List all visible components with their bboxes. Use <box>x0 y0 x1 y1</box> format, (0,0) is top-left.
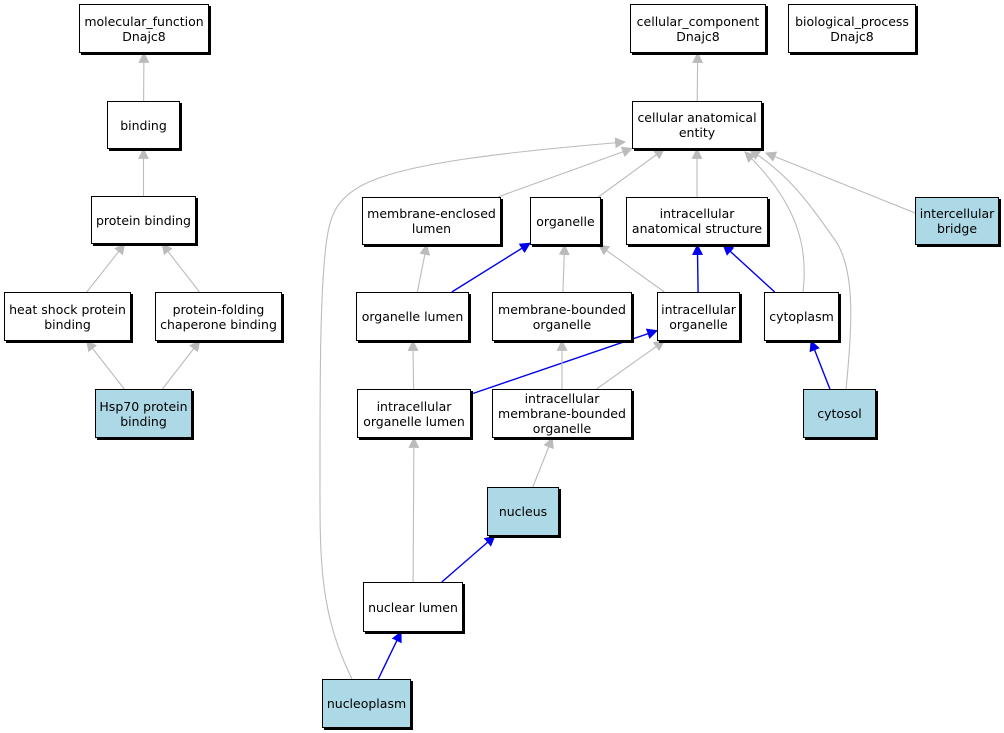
node-hsp70[interactable]: Hsp70 protein binding <box>95 389 192 438</box>
node-label: biological_process Dnajc8 <box>795 13 909 44</box>
node-label: molecular_function Dnajc8 <box>84 13 204 44</box>
node-label: nucleus <box>498 504 548 519</box>
edge-is-a-cytosol-to-cae <box>749 149 852 390</box>
node-label: cellular anatomical entity <box>637 110 757 140</box>
node-intracellular-organelle[interactable]: intracellular organelle <box>657 292 740 341</box>
node-organelle-lumen[interactable]: organelle lumen <box>356 292 469 341</box>
node-protein-folding[interactable]: protein-folding chaperone binding <box>155 292 282 341</box>
node-label: organelle lumen <box>361 309 464 324</box>
edge-is-a-organelle-to-cae <box>598 148 665 198</box>
edge-part-of-nucleoplasm-to-nuclear-lumen <box>377 631 402 680</box>
node-molecular-function[interactable]: molecular_function Dnajc8 <box>79 4 209 53</box>
node-label: cellular_component Dnajc8 <box>636 13 760 44</box>
edge-is-a-intracellular-mbo-to-intracellular-organelle <box>596 340 665 390</box>
edge-is-a-membrane-enclosed-lumen-to-cae <box>497 146 634 198</box>
edge-is-a-cae-to-cellular-component <box>692 51 704 102</box>
edge-is-a-nucleoplasm-to-cae <box>319 137 627 680</box>
node-membrane-enclosed-lumen[interactable]: membrane-enclosed lumen <box>362 197 501 245</box>
edge-part-of-intracellular-organelle-lumen-to-intracellular-organelle <box>470 328 659 395</box>
node-label: intercellular bridge <box>919 206 995 236</box>
edge-is-a-hsp70-to-heat-shock <box>86 340 125 390</box>
node-binding[interactable]: binding <box>107 101 180 149</box>
node-protein-binding[interactable]: protein binding <box>91 196 196 244</box>
node-label: cytosol <box>817 406 862 421</box>
edge-is-a-hsp70-to-protein-folding <box>161 340 201 390</box>
node-label: intracellular organelle lumen <box>363 398 465 429</box>
node-intracellular-anatomical-structure[interactable]: intracellular anatomical structure <box>626 197 768 245</box>
edge-is-a-heat-shock-to-protein-binding <box>86 243 126 293</box>
edge-part-of-nuclear-lumen-to-nucleus <box>441 535 496 583</box>
node-intracellular-organelle-lumen[interactable]: intracellular organelle lumen <box>357 389 471 438</box>
node-membrane-bounded-organelle[interactable]: membrane-bounded organelle <box>492 292 632 341</box>
node-label: cytoplasm <box>769 309 834 324</box>
edge-part-of-organelle-lumen-to-organelle <box>451 242 531 293</box>
edge-is-a-organelle-lumen-to-membrane-enclosed-lumen <box>416 243 431 293</box>
node-label: heat shock protein binding <box>9 301 126 332</box>
edge-part-of-cytosol-to-cytoplasm <box>809 339 831 390</box>
edge-is-a-protein-folding-to-protein-binding <box>161 243 200 293</box>
edge-is-a-intercellular-bridge-to-cae <box>764 151 916 214</box>
edge-is-a-intracellular-organelle-lumen-to-organelle-lumen <box>407 339 419 390</box>
node-intracellular-mbo[interactable]: intracellular membrane-bounded organelle <box>492 389 632 438</box>
node-cytoplasm[interactable]: cytoplasm <box>764 292 839 341</box>
node-nuclear-lumen[interactable]: nuclear lumen <box>363 582 463 632</box>
node-biological-process[interactable]: biological_process Dnajc8 <box>788 4 916 53</box>
node-cellular-component[interactable]: cellular_component Dnajc8 <box>630 4 766 53</box>
edge-is-a-intracellular-organelle-to-organelle <box>598 244 665 293</box>
edge-part-of-cytoplasm-to-intracellular-anatomical-structure <box>722 244 776 293</box>
node-label: intracellular membrane-bounded organelle <box>498 391 626 436</box>
node-intercellular-bridge[interactable]: intercellular bridge <box>915 197 999 245</box>
edge-is-a-nuclear-lumen-to-intracellular-organelle-lumen <box>408 436 420 583</box>
node-label: protein-folding chaperone binding <box>160 301 277 332</box>
node-nucleoplasm[interactable]: nucleoplasm <box>322 679 411 728</box>
node-label: binding <box>120 117 167 133</box>
node-label: organelle <box>536 213 595 229</box>
node-label: membrane-bounded organelle <box>498 301 626 332</box>
node-label: Hsp70 protein binding <box>99 398 188 429</box>
node-label: intracellular organelle <box>661 301 736 332</box>
node-label: nucleoplasm <box>326 696 407 711</box>
node-cae[interactable]: cellular anatomical entity <box>632 101 762 149</box>
edge-is-a-membrane-bounded-organelle-to-organelle <box>558 243 570 293</box>
node-cytosol[interactable]: cytosol <box>803 389 876 438</box>
node-label: nuclear lumen <box>368 599 458 615</box>
node-heat-shock[interactable]: heat shock protein binding <box>4 292 131 341</box>
node-label: membrane-enclosed lumen <box>367 206 496 236</box>
node-label: intracellular anatomical structure <box>631 206 763 236</box>
node-nucleus[interactable]: nucleus <box>487 487 559 536</box>
edge-is-a-nucleus-to-intracellular-mbo <box>532 436 554 488</box>
edge-part-of-intracellular-organelle-to-intracellular-anatomical-structure <box>692 243 704 293</box>
edge-is-a-cytoplasm-to-cae <box>744 151 805 293</box>
node-label: protein binding <box>95 212 191 228</box>
node-organelle[interactable]: organelle <box>530 197 601 245</box>
